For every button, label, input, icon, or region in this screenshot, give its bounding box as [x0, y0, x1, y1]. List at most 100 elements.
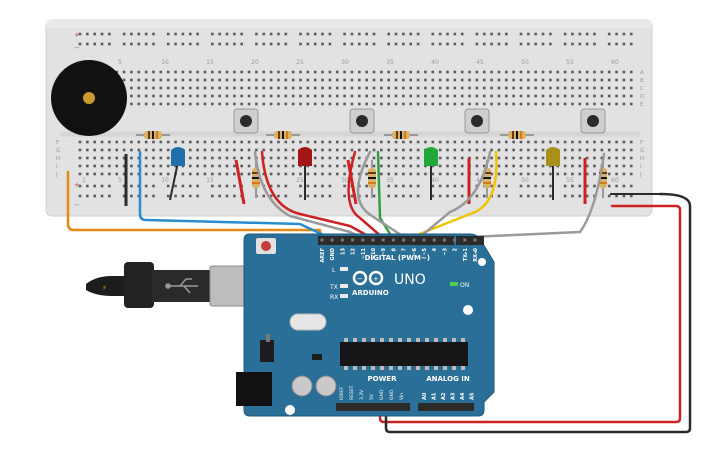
- breadboard-hole: [137, 32, 141, 36]
- breadboard-hole: [563, 42, 567, 46]
- header-pin[interactable]: [463, 238, 467, 242]
- resistor-4[interactable]: [500, 131, 534, 139]
- header-pin[interactable]: [340, 238, 344, 242]
- breadboard-hole: [541, 148, 545, 152]
- wire-red-short-1[interactable]: [234, 159, 246, 205]
- header-pin[interactable]: [330, 238, 334, 242]
- breadboard-hole: [387, 184, 390, 188]
- breadboard-hole: [387, 194, 390, 198]
- breadboard-hole: [144, 172, 148, 176]
- breadboard-hole: [240, 42, 243, 46]
- breadboard-hole: [409, 102, 413, 106]
- push-button-3[interactable]: [464, 108, 490, 134]
- header-pin[interactable]: [361, 238, 365, 242]
- breadboard-hole: [563, 172, 567, 176]
- header-pin[interactable]: [412, 238, 416, 242]
- breadboard-hole: [211, 184, 214, 188]
- rail-minus-mark: −: [74, 44, 80, 52]
- wire-gray-3[interactable]: [418, 150, 492, 239]
- breadboard-hole: [343, 148, 346, 152]
- resistor-2[interactable]: [266, 131, 300, 139]
- resistor-3[interactable]: [384, 131, 418, 139]
- push-button-4[interactable]: [580, 108, 606, 134]
- header-pin[interactable]: [453, 238, 457, 242]
- wire-red-power[interactable]: [378, 204, 682, 424]
- wire-red-short-2[interactable]: [346, 159, 358, 205]
- breadboard-hole: [321, 32, 324, 36]
- led-green[interactable]: [424, 147, 438, 200]
- power-jack[interactable]: [236, 372, 272, 406]
- breadboard-hole: [446, 86, 449, 90]
- resistor-1[interactable]: [136, 131, 170, 139]
- header-pin[interactable]: [473, 238, 477, 242]
- arduino-wires: [66, 150, 692, 434]
- wire-gray-2[interactable]: [356, 150, 406, 239]
- header-pin[interactable]: [351, 238, 355, 242]
- breadboard-hole: [585, 164, 589, 168]
- wire-gray-1[interactable]: [253, 150, 362, 239]
- breadboard-hole: [409, 164, 413, 168]
- breadboard-hole: [211, 78, 214, 82]
- breadboard-hole: [233, 148, 236, 152]
- led-blue[interactable]: [169, 147, 185, 201]
- breadboard-hole: [188, 94, 192, 98]
- breadboard-hole: [203, 86, 207, 90]
- push-button-1[interactable]: [233, 108, 259, 134]
- led-yellow[interactable]: [546, 147, 560, 200]
- breadboard-hole: [291, 172, 295, 176]
- breadboard-hole: [321, 184, 324, 188]
- breadboard-hole: [115, 164, 119, 168]
- wire-red-1[interactable]: [260, 150, 372, 239]
- wire-blue[interactable]: [138, 150, 330, 239]
- on-label: ON: [460, 282, 469, 289]
- breadboard-hole: [372, 148, 376, 152]
- breadboard-hole: [343, 156, 346, 160]
- breadboard-hole: [365, 32, 368, 36]
- breadboard-hole: [196, 102, 199, 106]
- wire-red-2[interactable]: [347, 150, 384, 239]
- resistor-v2[interactable]: [368, 160, 376, 198]
- breadboard-hole: [365, 102, 368, 106]
- breadboard-hole: [144, 156, 148, 160]
- chip-pin: [344, 366, 348, 370]
- header-pin[interactable]: [381, 238, 385, 242]
- breadboard-hole: [255, 140, 258, 144]
- header-pin[interactable]: [391, 238, 395, 242]
- header-pin[interactable]: [442, 238, 446, 242]
- wire-black-ground[interactable]: [384, 192, 692, 434]
- breadboard-hole: [372, 78, 376, 82]
- breadboard-hole: [446, 164, 449, 168]
- breadboard-hole: [174, 78, 177, 82]
- breadboard-hole: [358, 148, 361, 152]
- piezo-buzzer[interactable]: [51, 60, 127, 136]
- led-red[interactable]: [298, 147, 312, 200]
- breadboard-hole: [218, 102, 221, 106]
- chip-pin: [425, 366, 429, 370]
- breadboard-hole: [629, 78, 633, 82]
- breadboard-hole: [130, 164, 133, 168]
- wire-orange[interactable]: [66, 170, 322, 239]
- wire-yellow[interactable]: [410, 150, 498, 239]
- breadboard-hole: [497, 140, 501, 144]
- usb-cable[interactable]: ⚡: [86, 262, 249, 308]
- breadboard-hole: [262, 102, 266, 106]
- wire-gray-4[interactable]: [468, 152, 606, 239]
- breadboard-hole: [233, 86, 236, 90]
- breadboard-hole: [607, 70, 611, 74]
- digital-pin-label: ~10: [371, 247, 377, 259]
- header-pin[interactable]: [432, 238, 436, 242]
- breadboard-hole: [629, 156, 633, 160]
- column-number: 55: [566, 59, 574, 66]
- wire-green[interactable]: [376, 150, 394, 239]
- header-pin[interactable]: [371, 238, 375, 242]
- breadboard-hole: [527, 86, 530, 90]
- breadboard-hole: [299, 94, 302, 98]
- header-pin[interactable]: [422, 238, 426, 242]
- row-letter-left: F: [56, 140, 59, 146]
- breadboard-hole: [527, 164, 530, 168]
- breadboard-hole: [225, 148, 229, 152]
- push-button-2[interactable]: [349, 108, 375, 134]
- chip-pin: [362, 366, 366, 370]
- header-pin[interactable]: [402, 238, 406, 242]
- header-pin[interactable]: [320, 238, 324, 242]
